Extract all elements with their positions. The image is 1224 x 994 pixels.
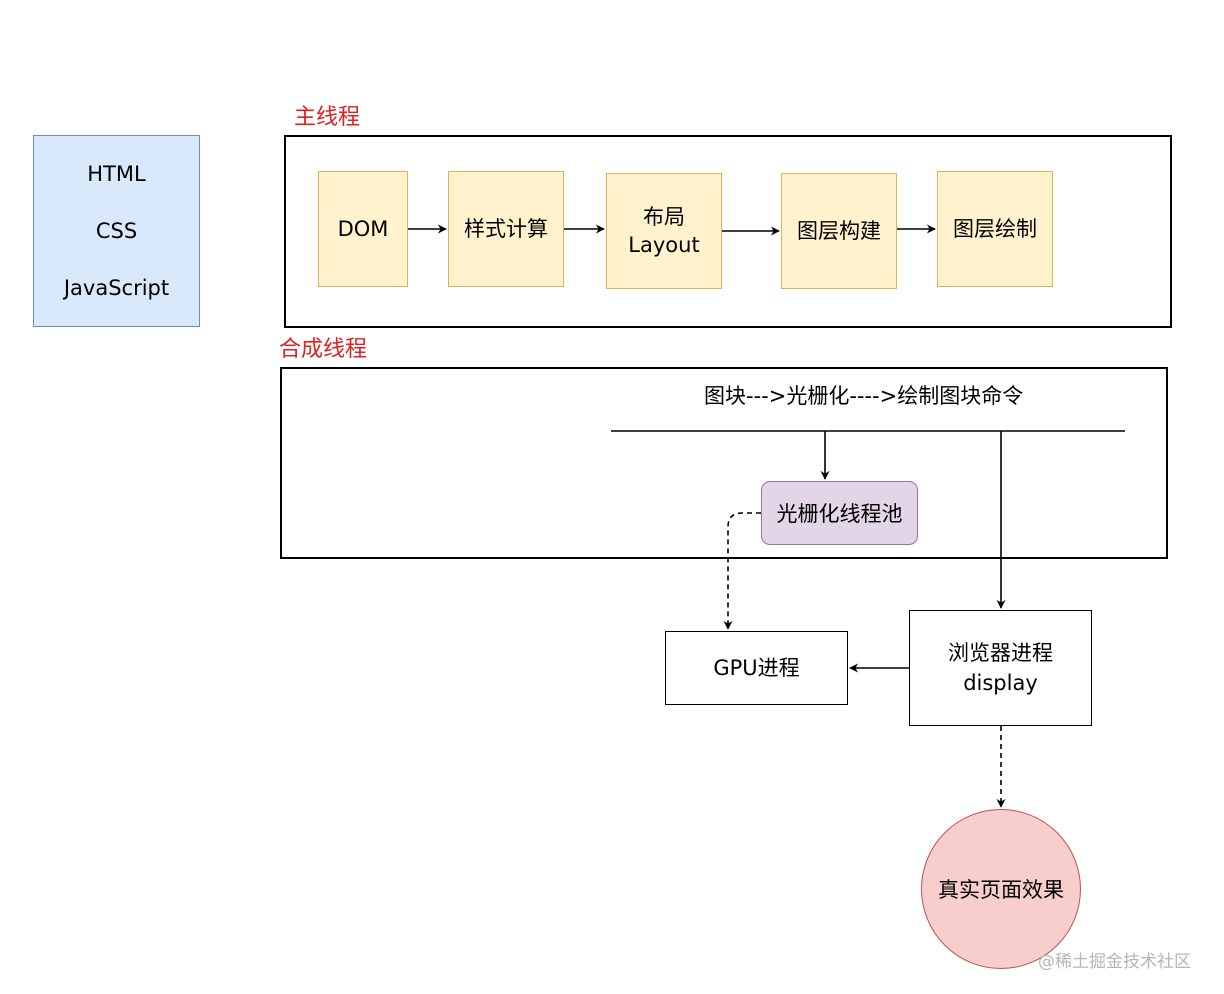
source-html: HTML: [87, 161, 146, 186]
step-style-calc: 样式计算: [448, 171, 564, 287]
result-circle: 真实页面效果: [921, 809, 1081, 969]
compositor-flow-text: 图块--->光栅化---->绘制图块命令: [704, 384, 1024, 408]
step-layer-build: 图层构建: [781, 173, 897, 289]
compositor-thread-label: 合成线程: [279, 337, 368, 362]
arrow-pool-to-gpu: [723, 512, 761, 630]
browser-process: 浏览器进程 display: [909, 610, 1092, 726]
raster-thread-pool: 光栅化线程池: [761, 481, 918, 545]
watermark: @稀土掘金技术社区: [1038, 952, 1191, 972]
step-layer-paint: 图层绘制: [937, 171, 1053, 287]
source-css: CSS: [95, 218, 138, 243]
source-box: HTML CSS JavaScript: [33, 135, 200, 327]
main-thread-label: 主线程: [294, 105, 361, 130]
compositor-thread-frame: [280, 367, 1168, 559]
step-dom: DOM: [318, 171, 408, 287]
gpu-process: GPU进程: [665, 631, 848, 705]
source-javascript: JavaScript: [63, 275, 170, 300]
step-layout: 布局 Layout: [606, 173, 722, 289]
